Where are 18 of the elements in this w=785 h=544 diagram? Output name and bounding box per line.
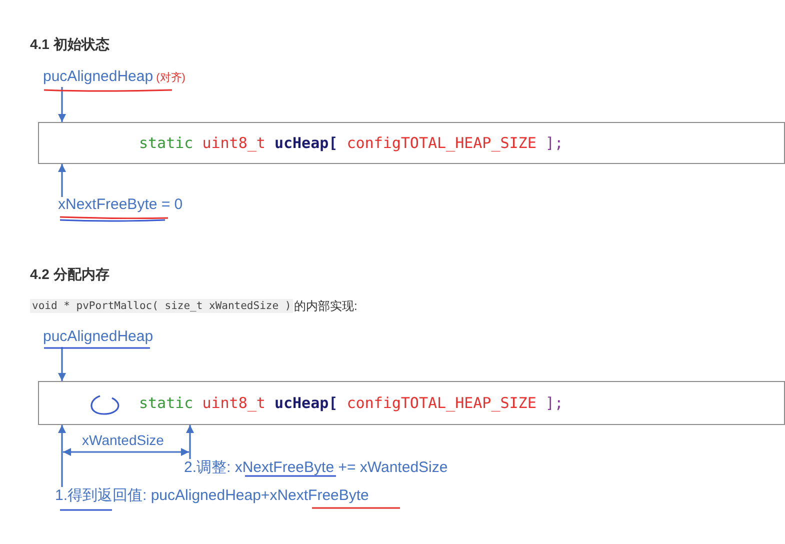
pointer-label: pucAlignedHeap xyxy=(43,328,154,345)
dimension-label: xWantedSize xyxy=(82,432,164,448)
section-heading: 4.2 分配内存 xyxy=(30,266,110,284)
note-text: (对齐) xyxy=(156,72,186,84)
pointer-label: pucAlignedHeap xyxy=(43,68,154,85)
pointer-label: xNextFreeByte = 0 xyxy=(58,196,183,213)
section-heading: 4.1 初始状态 xyxy=(30,36,110,54)
arrow xyxy=(58,164,66,197)
code-text: static uint8_t ucHeap[ configTOTAL_HEAP_SIZE ]; xyxy=(139,134,564,152)
arrow xyxy=(58,347,66,381)
note-text: 的内部实现: xyxy=(294,298,358,315)
pointer-label: 2.调整: xNextFreeByte += xWantedSize xyxy=(184,459,448,476)
code-text: static uint8_t ucHeap[ configTOTAL_HEAP_SIZE ]; xyxy=(139,394,564,412)
pointer-label: 1.得到返回值: pucAlignedHeap+xNextFreeByte xyxy=(55,487,369,504)
arrow xyxy=(58,87,66,122)
arrow xyxy=(186,425,194,459)
code-snippet: void * pvPortMalloc( size_t xWantedSize ) xyxy=(30,299,294,313)
arrow xyxy=(58,425,66,487)
